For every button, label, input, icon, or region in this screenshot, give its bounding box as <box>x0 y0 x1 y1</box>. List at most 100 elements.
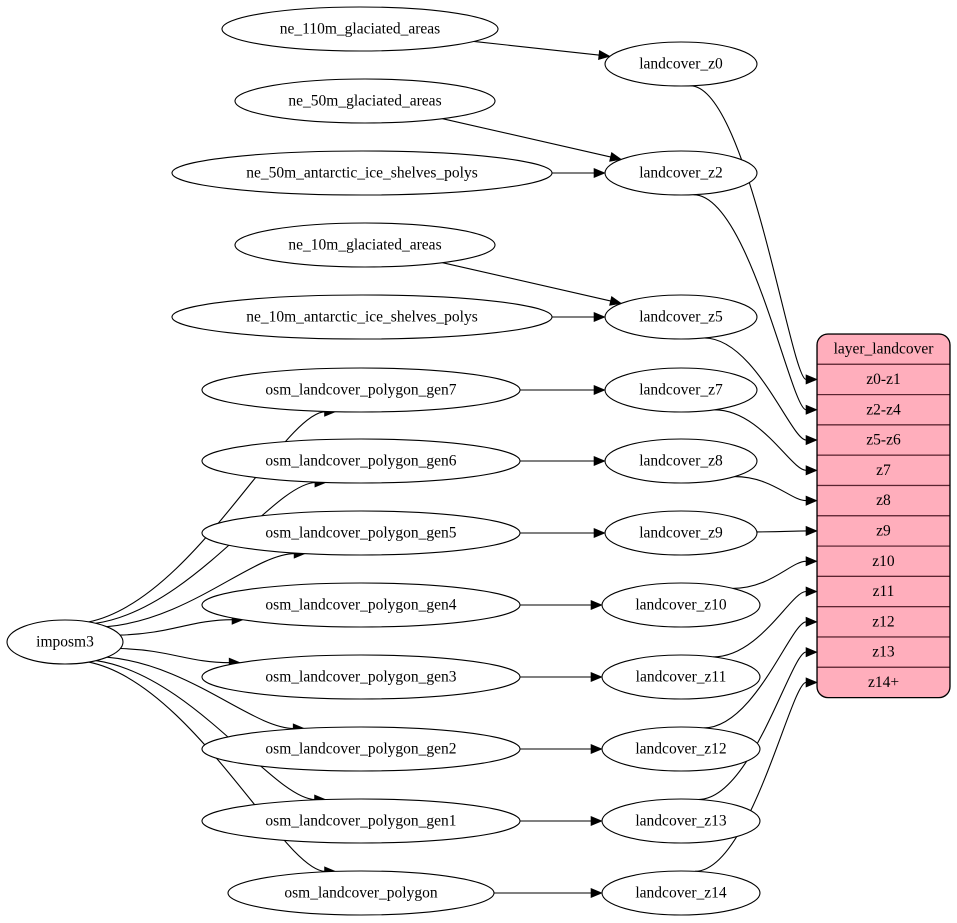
edge-arrowhead <box>805 434 818 446</box>
node-osm_landcover_polygon_gen5[interactable]: osm_landcover_polygon_gen5 <box>201 510 521 556</box>
node-ne_10m_glaciated_areas[interactable]: ne_10m_glaciated_areas <box>234 222 496 268</box>
edge-arrowhead <box>805 465 818 476</box>
node-shape[interactable] <box>604 150 758 196</box>
node-shape[interactable] <box>601 582 761 628</box>
node-label: osm_landcover_polygon <box>284 885 438 902</box>
node-label: landcover_z2 <box>639 165 723 182</box>
node-landcover_z0[interactable]: landcover_z0 <box>604 41 758 87</box>
node-shape[interactable] <box>201 726 521 772</box>
node-osm_landcover_polygon_gen1[interactable]: osm_landcover_polygon_gen1 <box>201 798 521 844</box>
node-osm_landcover_polygon[interactable]: osm_landcover_polygon <box>227 870 495 916</box>
edge-arrowhead <box>593 311 606 323</box>
table-row-z0-z1[interactable] <box>817 363 950 396</box>
edge <box>690 85 807 380</box>
node-shape[interactable] <box>234 222 496 268</box>
node-shape[interactable] <box>604 367 758 413</box>
node-label: osm_landcover_polygon_gen4 <box>265 597 456 614</box>
node-shape[interactable] <box>171 294 553 340</box>
node-label: ne_50m_glaciated_areas <box>288 93 441 110</box>
table-row-label: z14+ <box>868 674 899 691</box>
node-shape[interactable] <box>604 510 758 556</box>
edge <box>120 647 231 664</box>
node-shape[interactable] <box>604 294 758 340</box>
node-shape[interactable] <box>601 798 761 844</box>
node-ne_10m_antarctic_ice_shelves_polys[interactable]: ne_10m_antarctic_ice_shelves_polys <box>171 294 553 340</box>
node-shape[interactable] <box>6 619 124 665</box>
edge-arrowhead <box>805 616 818 627</box>
edge <box>106 656 295 730</box>
node-shape[interactable] <box>601 726 761 772</box>
edge <box>734 476 807 502</box>
node-shape[interactable] <box>201 510 521 556</box>
edge <box>442 118 612 158</box>
node-label: osm_landcover_polygon_gen6 <box>265 453 456 470</box>
table-row-z8[interactable] <box>817 484 950 517</box>
node-shape[interactable] <box>201 654 521 700</box>
edge <box>704 337 807 441</box>
node-shape[interactable] <box>227 870 495 916</box>
table-row-z13[interactable] <box>817 636 950 668</box>
edge <box>714 409 807 471</box>
node-osm_landcover_polygon_gen2[interactable]: osm_landcover_polygon_gen2 <box>201 726 521 772</box>
table-row-label: z11 <box>873 583 895 600</box>
node-landcover_z12[interactable]: landcover_z12 <box>601 726 761 772</box>
table-row-z12[interactable] <box>817 606 950 638</box>
table-row-label: z13 <box>872 644 895 661</box>
table-row-label: z10 <box>872 553 895 570</box>
node-ne_110m_glaciated_areas[interactable]: ne_110m_glaciated_areas <box>221 6 499 52</box>
edge-arrowhead <box>598 49 611 61</box>
node-shape[interactable] <box>601 654 761 700</box>
node-shape[interactable] <box>171 150 553 196</box>
node-landcover_z7[interactable]: landcover_z7 <box>604 367 758 413</box>
edge-arrowhead <box>590 887 603 899</box>
node-landcover_z10[interactable]: landcover_z10 <box>601 582 761 628</box>
edge-arrowhead <box>609 151 623 162</box>
edge-arrowhead <box>805 374 818 385</box>
node-osm_landcover_polygon_gen6[interactable]: osm_landcover_polygon_gen6 <box>201 438 521 484</box>
node-landcover_z5[interactable]: landcover_z5 <box>604 294 758 340</box>
node-shape[interactable] <box>201 582 521 628</box>
table-row-label: z9 <box>876 523 891 540</box>
layer-landcover-table: layer_landcoverz0-z1z2-z4z5-z6z7z8z9z10z… <box>816 333 951 699</box>
node-label: osm_landcover_polygon_gen1 <box>265 813 456 830</box>
edge <box>88 661 326 872</box>
node-landcover_z2[interactable]: landcover_z2 <box>604 150 758 196</box>
edge-arrowhead <box>805 556 818 567</box>
node-label: ne_50m_antarctic_ice_shelves_polys <box>246 165 478 182</box>
node-shape[interactable] <box>221 6 499 52</box>
table-header-cell[interactable] <box>817 334 950 365</box>
edge-arrowhead <box>590 599 603 611</box>
table-outline <box>816 333 951 699</box>
node-shape[interactable] <box>234 78 496 124</box>
node-shape[interactable] <box>604 438 758 484</box>
node-ne_50m_antarctic_ice_shelves_polys[interactable]: ne_50m_antarctic_ice_shelves_polys <box>171 150 553 196</box>
table-row-label: z2-z4 <box>866 401 901 418</box>
node-shape[interactable] <box>201 438 521 484</box>
node-landcover_z11[interactable]: landcover_z11 <box>601 654 761 700</box>
node-landcover_z8[interactable]: landcover_z8 <box>604 438 758 484</box>
node-label: ne_110m_glaciated_areas <box>280 21 440 38</box>
node-osm_landcover_polygon_gen3[interactable]: osm_landcover_polygon_gen3 <box>201 654 521 700</box>
node-imposm3[interactable]: imposm3 <box>6 619 124 665</box>
edge <box>703 621 807 729</box>
node-landcover_z9[interactable]: landcover_z9 <box>604 510 758 556</box>
edge <box>473 40 600 56</box>
edge-arrowhead <box>805 647 818 658</box>
table-row-z10[interactable] <box>817 545 950 577</box>
node-label: landcover_z10 <box>635 597 726 614</box>
node-landcover_z13[interactable]: landcover_z13 <box>601 798 761 844</box>
node-shape[interactable] <box>604 41 758 87</box>
node-landcover_z14[interactable]: landcover_z14 <box>601 870 761 916</box>
node-shape[interactable] <box>601 870 761 916</box>
node-ne_50m_glaciated_areas[interactable]: ne_50m_glaciated_areas <box>234 78 496 124</box>
node-osm_landcover_polygon_gen4[interactable]: osm_landcover_polygon_gen4 <box>201 582 521 628</box>
node-shape[interactable] <box>201 798 521 844</box>
edge <box>95 481 316 624</box>
edge-arrowhead <box>805 495 818 506</box>
edge <box>698 651 807 801</box>
node-shape[interactable] <box>201 367 521 413</box>
table-row-label: z0-z1 <box>866 371 900 388</box>
node-osm_landcover_polygon_gen7[interactable]: osm_landcover_polygon_gen7 <box>201 367 521 413</box>
node-label: landcover_z12 <box>635 741 726 758</box>
